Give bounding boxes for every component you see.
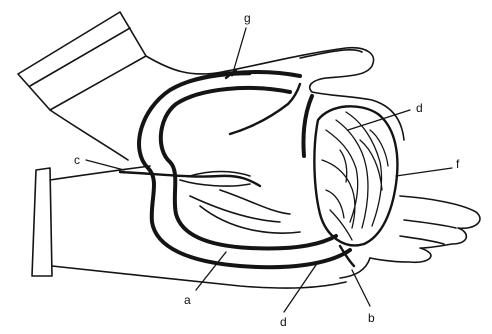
leader-f (396, 168, 452, 176)
capillary-veins (322, 112, 388, 240)
label-a: a (184, 293, 191, 307)
vessel-c-branch (180, 172, 250, 187)
vessel-d-upper (303, 96, 312, 156)
upper-hand-wrist-edge (50, 110, 128, 160)
leader-c (86, 160, 124, 170)
label-d-lower: d (280, 315, 287, 329)
label-f: f (456, 157, 460, 171)
vessel-inner-loop (161, 88, 336, 249)
label-c: c (74, 153, 80, 167)
lower-sleeve-cuff (32, 168, 52, 276)
lower-finger-creases (400, 220, 456, 244)
vessel-c (120, 172, 260, 186)
labels: g c d f a d b (74, 11, 460, 329)
lower-fingers (370, 196, 480, 262)
vessel-outer-loop (139, 72, 350, 267)
label-b: b (368, 311, 375, 325)
upper-sleeve-cuff (18, 12, 146, 110)
label-g: g (244, 11, 251, 25)
leader-b (352, 270, 370, 306)
upper-hand-outline (146, 48, 404, 140)
label-d-upper: d (416, 101, 423, 115)
upper-hand (18, 12, 404, 160)
capillary-network (303, 96, 397, 266)
vessel-internal-branches (190, 190, 300, 233)
